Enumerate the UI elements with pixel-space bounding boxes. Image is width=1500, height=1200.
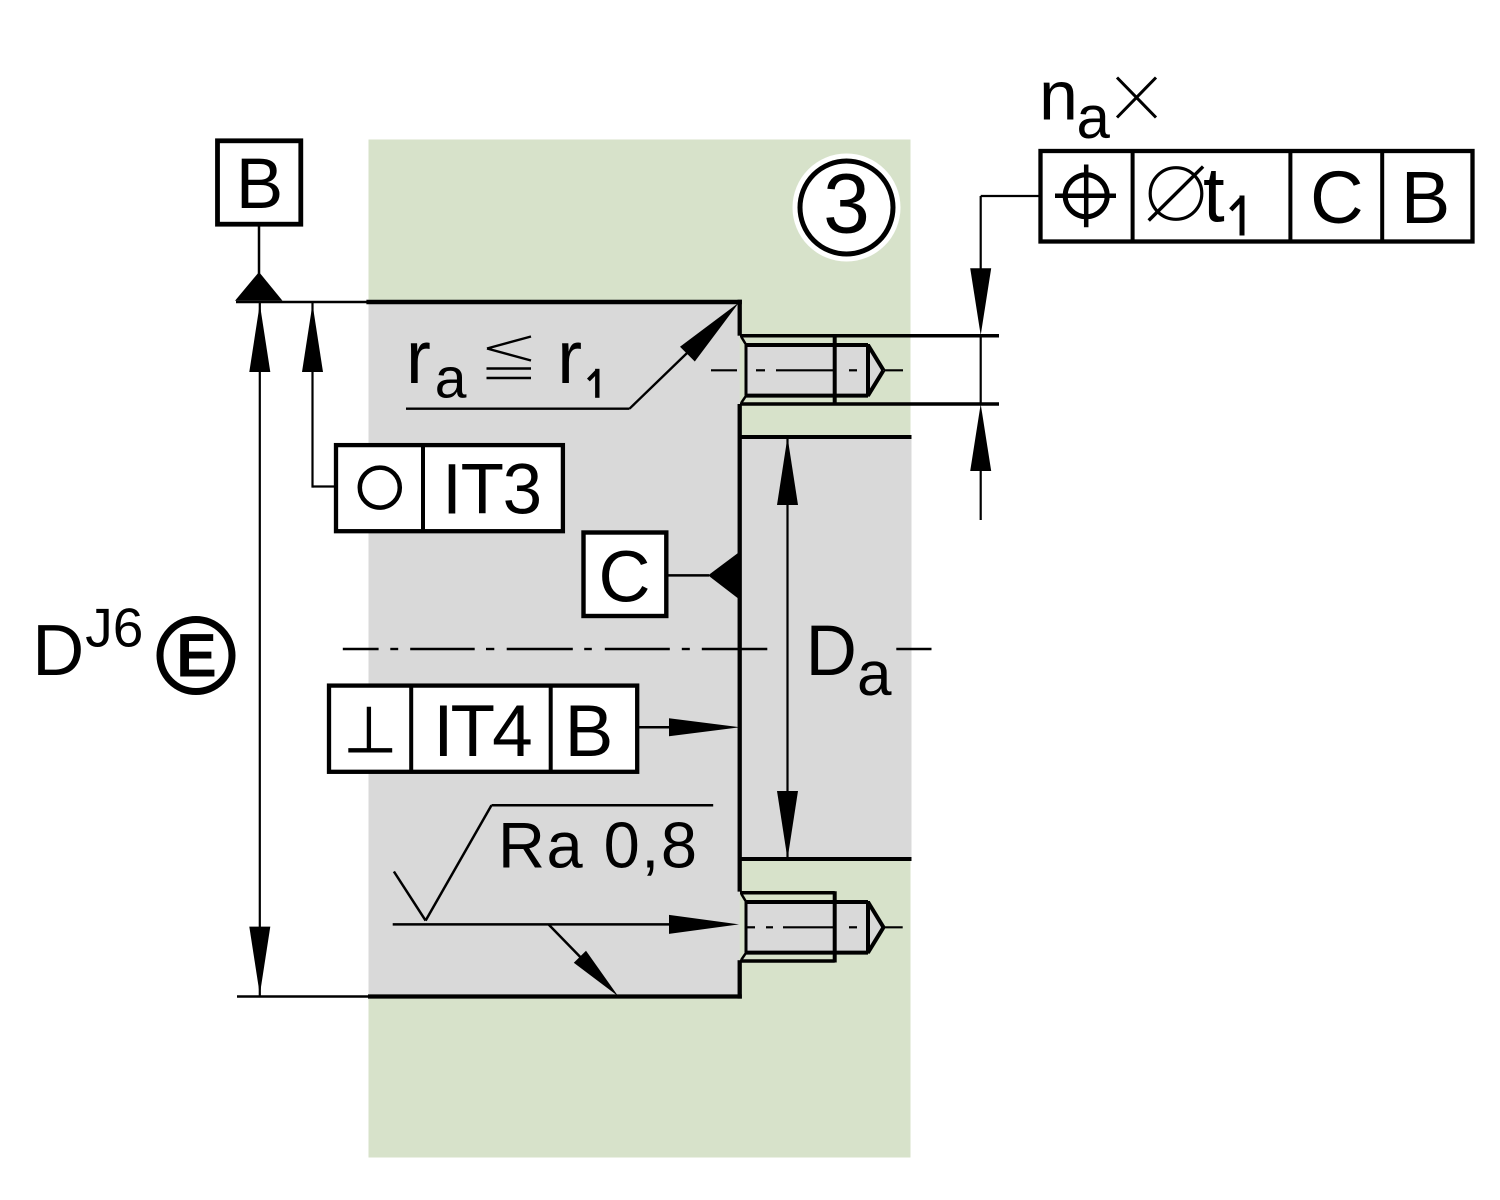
svg-text:3: 3 bbox=[823, 157, 870, 251]
svg-text:B: B bbox=[236, 145, 283, 224]
svg-text:IT3: IT3 bbox=[442, 450, 541, 529]
svg-text:Ra 0,8: Ra 0,8 bbox=[498, 808, 699, 881]
svg-text:C: C bbox=[599, 537, 651, 617]
svg-text:E: E bbox=[176, 622, 217, 690]
svg-text:J6: J6 bbox=[85, 597, 143, 659]
svg-text:C: C bbox=[1310, 156, 1363, 239]
svg-text:r: r bbox=[557, 315, 582, 399]
svg-text:B: B bbox=[565, 691, 614, 772]
svg-text:a: a bbox=[1077, 84, 1111, 151]
svg-text:IT4: IT4 bbox=[433, 691, 531, 772]
svg-text:a: a bbox=[857, 640, 892, 709]
svg-text:B: B bbox=[1401, 156, 1450, 239]
svg-text:D: D bbox=[806, 612, 857, 691]
svg-text:a: a bbox=[435, 347, 467, 411]
svg-text:t: t bbox=[1203, 151, 1225, 239]
svg-text:D: D bbox=[32, 611, 84, 691]
svg-text:r: r bbox=[406, 315, 431, 399]
svg-text:n: n bbox=[1039, 57, 1078, 135]
